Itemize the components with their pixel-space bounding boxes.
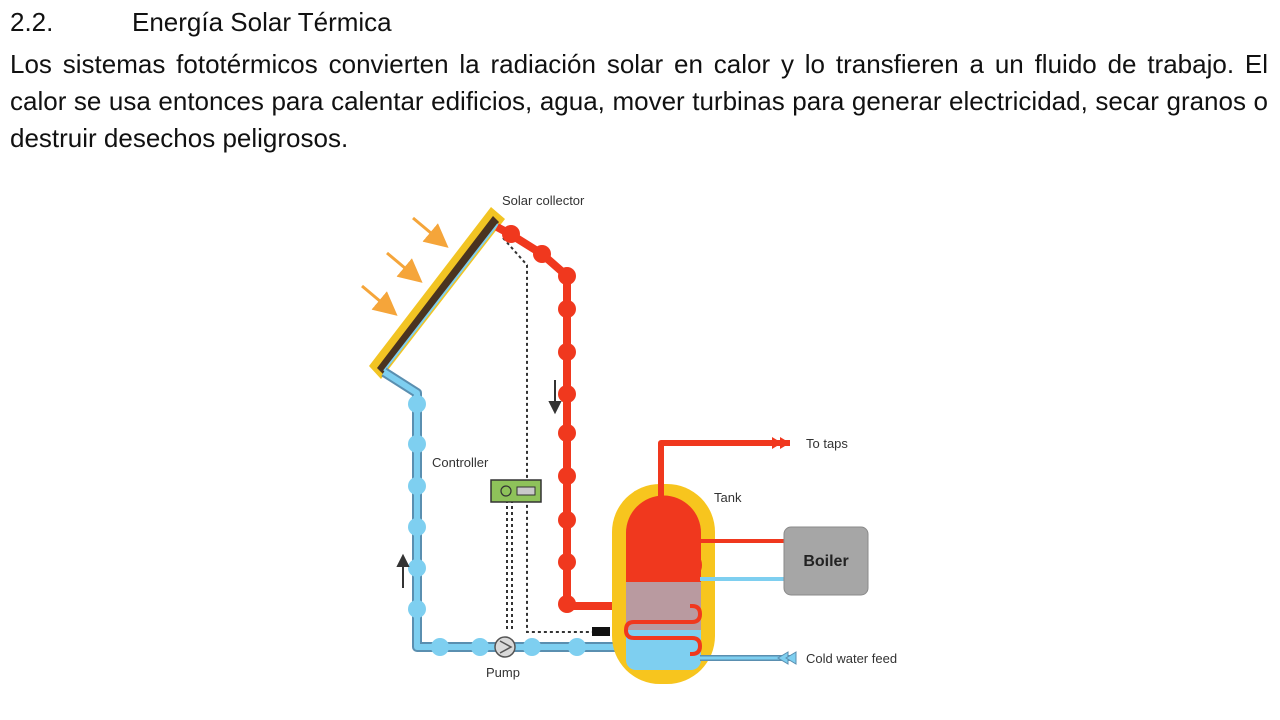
boiler: [783, 526, 869, 596]
solar-collector-label: Solar collector: [502, 193, 585, 208]
solar-collector-panel: [369, 207, 505, 379]
tank: [612, 484, 715, 684]
hot-water-outlet-pipe: [658, 440, 790, 500]
section-heading: 2.2. Energía Solar Térmica: [10, 6, 392, 38]
controller-wires: [502, 237, 595, 633]
to-taps-label: To taps: [806, 436, 848, 451]
cold-pipe: [381, 367, 700, 656]
section-paragraph: Los sistemas fototérmicos convierten la …: [10, 49, 1268, 153]
pump-label: Pump: [486, 665, 520, 680]
boiler-heat-exchanger-coil: [627, 539, 785, 581]
solar-heat-exchanger-coil: [623, 604, 703, 656]
to-taps-arrow-icon: [772, 437, 790, 449]
cold-water-feed-label: Cold water feed: [806, 651, 897, 666]
pump-icon: [494, 636, 516, 658]
temperature-sensor: [592, 627, 610, 636]
tank-label: Tank: [714, 490, 742, 505]
cold-water-feed-arrow-icon: [777, 651, 797, 665]
flow-down-arrow-icon: [548, 380, 562, 415]
flow-up-arrow-icon: [396, 553, 410, 588]
boiler-label: Boiler: [803, 553, 848, 570]
section-number: 2.2.: [10, 7, 54, 37]
controller-label: Controller: [432, 455, 489, 470]
solar-thermal-diagram: Boiler Solar collector Controller To tap…: [361, 193, 897, 684]
section-title: Energía Solar Térmica: [132, 7, 392, 37]
controller-unit: [490, 479, 542, 503]
hot-pipe: [495, 223, 690, 613]
sun-rays-icon: [361, 216, 449, 316]
